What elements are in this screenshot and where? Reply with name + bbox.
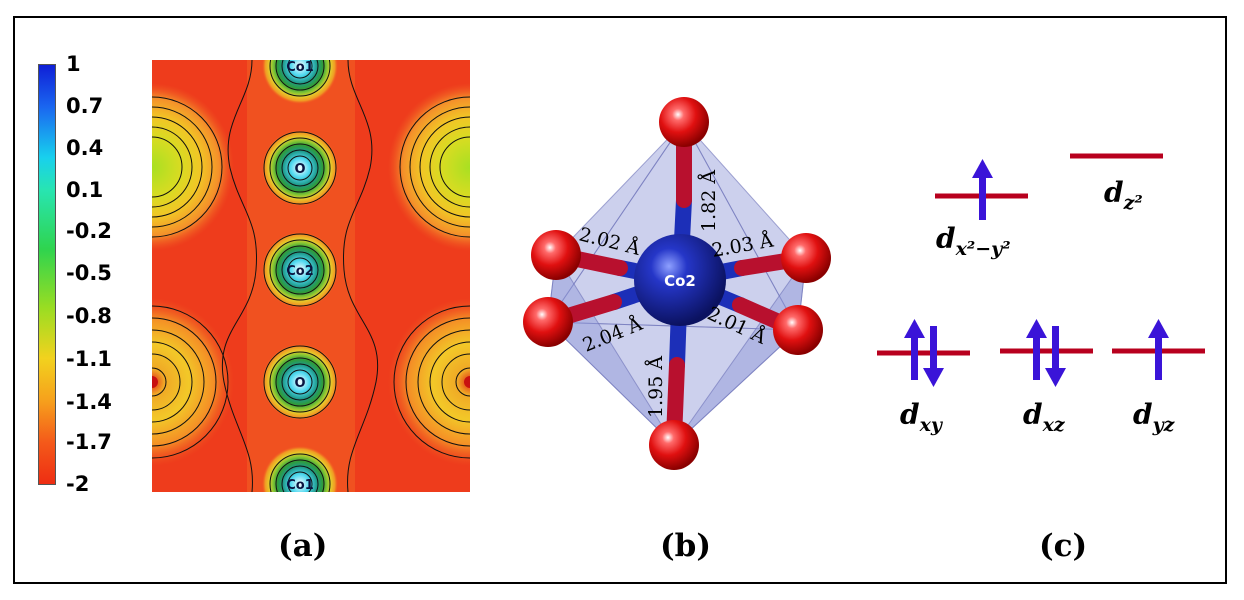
spin-up-arrow [972,159,993,220]
bond-length-label: 1.95 Å [645,356,667,418]
colorbar-tick: -0.5 [66,261,112,285]
colorbar-tick: -0.2 [66,219,112,243]
orbital-label-dx2y2: dx²−y² [936,222,1011,260]
bond-length-label: 1.82 Å [698,170,720,232]
colorbar-tick: 0.7 [66,94,104,118]
cobalt-atom-label: Co2 [664,272,696,290]
panel-label-b: (b) [660,528,712,564]
panel-label-a: (a) [278,528,328,564]
spin-up-arrow [1026,319,1047,380]
orbital-label-dyz: dyz [1133,398,1175,436]
contour-map: Co1 O Co2 O Co1 [152,60,470,492]
octahedron-diagram: Co2 1.82 Å 2.02 Å 2.03 Å 2.04 Å 2.01 Å 1… [523,97,831,470]
colorbar-tick: 0.1 [66,178,104,202]
orbital-label-dxy: dxy [900,398,942,436]
orbital-levels [877,153,1205,387]
colorbar-tick: -0.8 [66,304,112,328]
figure-frame [13,16,1227,584]
atom-label: Co2 [286,264,314,279]
colorbar-tick: 0.4 [66,136,104,160]
colorbar [38,64,56,485]
panel-label-c: (c) [1039,528,1088,564]
colorbar-tick: -1.1 [66,347,112,371]
orbital-label-dz2: dz² [1104,176,1143,214]
atom-label: Co1 [286,478,314,492]
colorbar-tick: 1 [66,52,81,76]
colorbar-tick: -1.4 [66,390,112,414]
atom-label: Co1 [286,60,314,75]
atom-label: O [294,162,305,177]
colorbar-tick: -1.7 [66,430,112,454]
spin-up-arrow [904,319,925,380]
orbital-label-dxz: dxz [1023,398,1065,436]
spin-down-arrow [1045,326,1066,387]
colorbar-tick: -2 [66,472,90,496]
spin-up-arrow [1148,319,1169,380]
spin-down-arrow [923,326,944,387]
atom-label: O [294,376,305,391]
